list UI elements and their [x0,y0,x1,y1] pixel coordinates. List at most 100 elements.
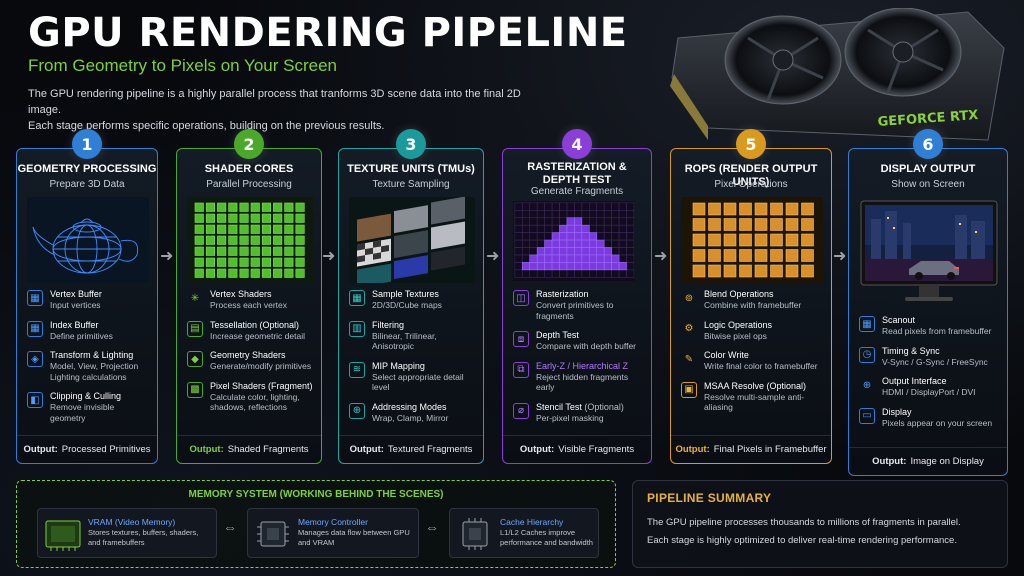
item-desc: Resolve multi-sample anti-aliasing [704,391,805,413]
grid-cell [205,257,216,267]
output-label: Output: [189,444,224,455]
list-item: ⌀ Stencil Test (Optional)Per-pixel maski… [513,402,643,424]
mip-icon: ≋ [349,361,365,378]
grid-cell [596,239,605,248]
grid-cell [228,268,238,278]
intro-text: The GPU rendering pipeline is a highly p… [28,86,548,134]
texture-icon: ▦ [349,290,365,306]
address-icon: ⊕ [349,402,365,419]
grid-cell [239,202,249,212]
item-title: Index Buffer [50,319,99,330]
rop-unit-grid-icon [681,197,823,283]
grid-cell [723,202,737,216]
grid-cell [205,213,216,223]
grid-cell [261,202,271,212]
grid-cell [273,257,283,267]
grid-cell [574,224,583,233]
grid-cell [284,268,294,278]
item-title: Blend Operations [704,289,774,299]
item-title: Clipping & Culling [50,391,122,401]
grid-cell [250,224,260,234]
grid-cell [228,257,238,267]
grid-cell [618,262,627,271]
grid-cell [239,213,249,223]
texture-tiles-icon [349,197,475,283]
stage-output: Output:Final Pixels in Framebuffer [671,435,831,463]
grid-cell [708,218,721,231]
memory-box-vram: VRAM (Video Memory) Stores textures, buf… [37,508,217,558]
grid-cell [544,247,553,256]
grid-cell [603,262,612,271]
stage-display-output: 6 DISPLAY OUTPUT Show on Screen ▦ Scanou… [848,129,1008,476]
grid-cell [250,257,260,267]
stage-name: DISPLAY OUTPUT [880,163,976,175]
scanout-icon: ▦ [859,316,875,332]
output-label: Output: [23,444,58,455]
list-item: ▣ MSAA Resolve (Optional)Resolve multi-s… [681,381,823,413]
grid-cell [239,257,249,267]
memory-box-title: Cache Hierarchy [500,517,564,527]
msaa-icon: ▣ [681,381,697,398]
depth-icon: ⧈ [513,331,529,347]
grid-cell [566,232,575,241]
grid-cell [205,235,216,245]
stage-geometry-processing: 1 GEOMETRY PROCESSING Prepare 3D Data ▦ … [16,129,158,464]
output-label: Output: [519,444,555,455]
grid-cell [284,235,294,245]
grid-cell [739,218,752,231]
grid-cell [194,257,204,267]
stage-number: 1 [72,129,102,159]
grid-cell [723,264,737,278]
memory-system-panel: MEMORY SYSTEM (WORKING BEHIND THE SCENES… [16,480,616,568]
arrow-right-icon: ➜ [654,248,668,265]
grid-cell [754,264,768,278]
stage-name: RASTERIZATION &DEPTH TEST [503,161,651,187]
item-desc: Select appropriate detail level [372,371,464,393]
item-desc: Wrap, Clamp, Mirror [372,412,449,423]
grid-cell [295,213,305,223]
grid-cell [785,218,799,231]
item-title: Tessellation (Optional) [210,319,300,330]
stencil-icon: ⌀ [513,402,529,419]
grid-cell [559,224,568,233]
item-title: Vertex Shaders [210,289,272,299]
grid-cell [544,262,553,271]
stage-output: Output:Processed Primitives [17,435,157,463]
item-desc: Remove invisible geometry [50,402,115,423]
grid-cell [273,268,283,278]
output-label: Output: [872,456,907,467]
grid-cell [239,224,249,234]
stage-output: Output:Visible Fragments [503,435,651,463]
grid-cell [603,247,612,256]
grid-cell [529,254,538,263]
grid-cell [801,264,814,278]
item-title: Vertex Buffer [50,289,102,299]
grid-cell [217,235,227,245]
grid-cell [551,254,560,263]
output-label: Output: [675,444,710,455]
grid-cell [770,218,783,231]
grid-cell [273,202,283,212]
grid-cell [588,239,597,248]
item-desc: Define primitives [50,330,113,341]
item-title: Stencil Test (Optional) [536,402,624,413]
grid-cell [536,254,545,263]
stage-name: ROPS (RENDER OUTPUT UNITS) [684,163,818,188]
grid-cell [205,246,216,256]
mesh-icon: ▤ [187,320,203,337]
grid-cell [551,239,560,248]
item-title: Depth Test [536,330,579,340]
summary-title: PIPELINE SUMMARY [647,491,772,505]
grid-cell [544,239,553,248]
earlyz-icon: ⧉ [513,361,529,378]
memory-controller-chip-icon [257,521,289,547]
grid-cell [536,262,545,271]
grid-cell [754,218,768,231]
grid-cell [273,213,283,223]
grid-icon: ▦ [27,290,43,306]
